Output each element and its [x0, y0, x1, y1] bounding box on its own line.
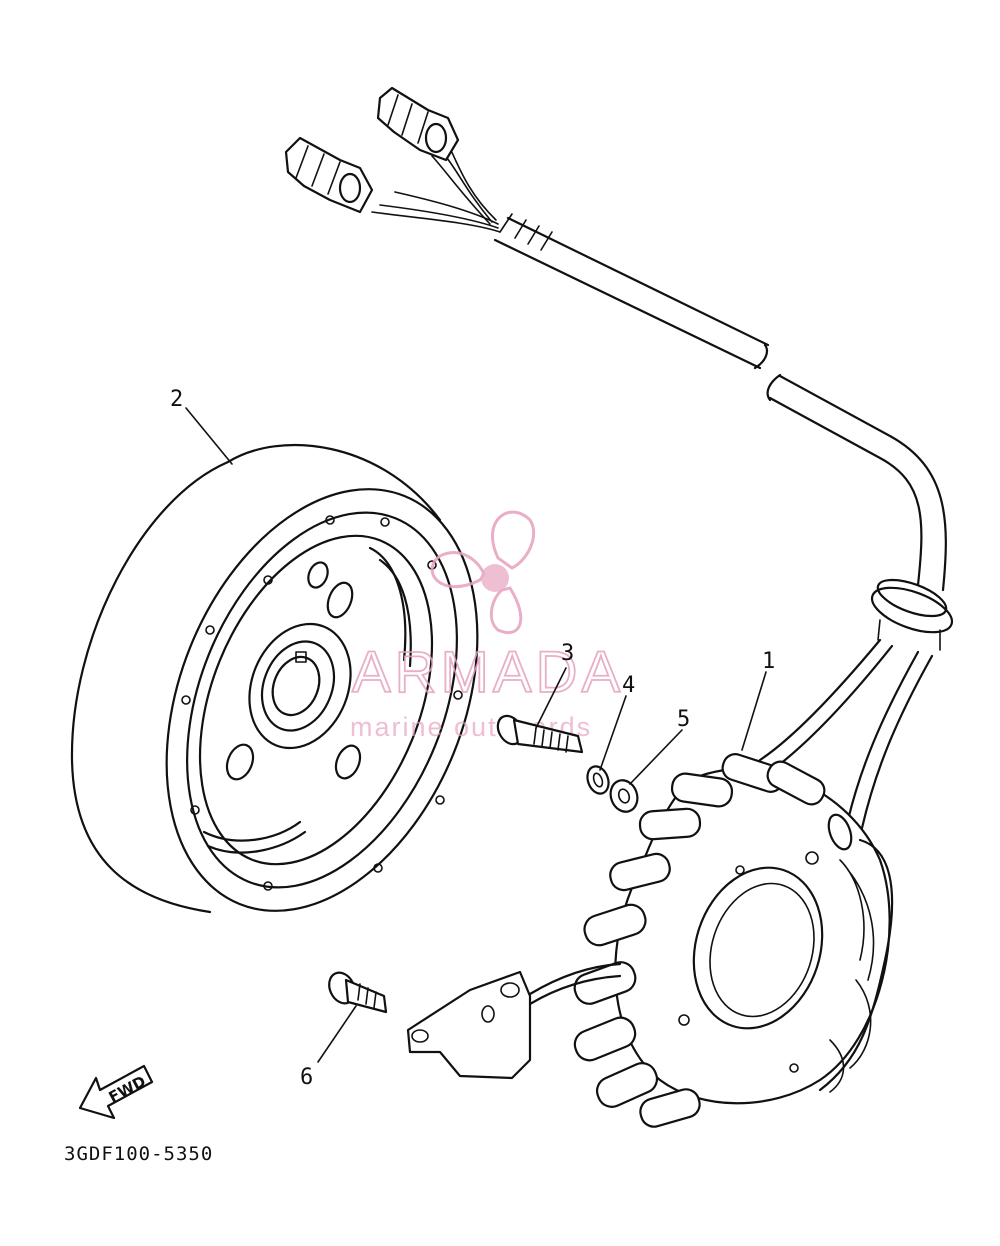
plain-washer-5: [609, 779, 639, 813]
propeller-icon: [430, 510, 536, 635]
drawing-code: 3GDF100-5350: [64, 1143, 213, 1165]
screw-6: [328, 971, 388, 1014]
callout-5: 5: [677, 707, 690, 732]
watermark-brand: ARMADA: [352, 640, 624, 705]
fwd-arrow-icon: FWD: [78, 1064, 154, 1120]
connector-upper: [376, 86, 460, 162]
rotor-flywheel: [70, 443, 479, 914]
callout-1: 1: [762, 649, 775, 674]
callout-3: 3: [561, 641, 574, 666]
leader-lines: [185, 407, 767, 1063]
callout-6: 6: [300, 1065, 313, 1090]
rotor-bolt-holes: [181, 515, 463, 891]
stator-coils: [573, 753, 826, 1128]
pickup-coil-bracket: [406, 962, 622, 1080]
callout-4: 4: [622, 673, 635, 698]
lock-washer-4: [586, 765, 610, 795]
wire-harness: [284, 86, 954, 830]
stator-assembly: [573, 753, 894, 1128]
bolt-3: [496, 714, 584, 754]
grommet: [870, 578, 954, 651]
connector-lower: [284, 136, 374, 214]
callout-2: 2: [170, 387, 183, 412]
